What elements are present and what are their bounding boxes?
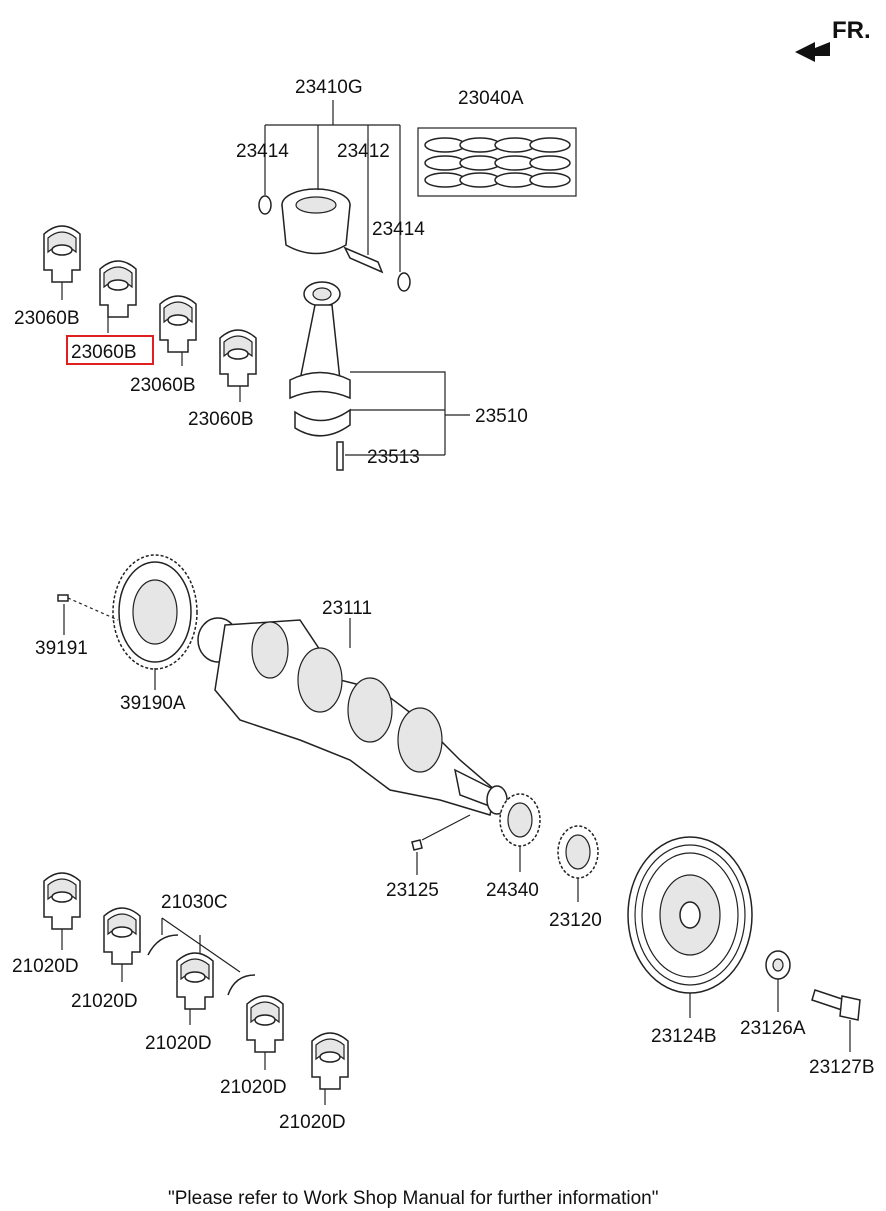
part-label: 21020D: [71, 991, 138, 1012]
piston-rings-icon: [417, 127, 577, 197]
highlight-box: [66, 335, 154, 365]
part-label: 39190A: [120, 693, 186, 714]
sprocket-24340-icon: [499, 793, 541, 847]
part-label: 21020D: [279, 1112, 346, 1133]
piston-clip-icon-right: [397, 272, 411, 292]
part-label: 21020D: [145, 1033, 212, 1054]
part-label: 23040A: [458, 88, 524, 109]
part-label: 23060B: [14, 308, 80, 329]
washer-icon: [765, 950, 791, 980]
piston-clip-icon-left: [258, 195, 272, 215]
connecting-rod-icon: [289, 281, 351, 471]
piston-pin-icon: [343, 246, 384, 274]
piston-assembly: [258, 188, 411, 292]
ring-bolt-icon: [57, 594, 119, 621]
part-label: 21020D: [12, 956, 79, 977]
part-label: 23120: [549, 910, 602, 931]
part-label: 23410G: [295, 77, 363, 98]
damper-pulley-icon: [627, 836, 753, 994]
part-label: 23060B: [71, 342, 137, 363]
part-label: 23126A: [740, 1018, 806, 1039]
front-direction-icon: [795, 42, 830, 62]
part-label: 23125: [386, 880, 439, 901]
part-label: 23412: [337, 141, 390, 162]
part-label: 23111: [322, 598, 372, 619]
part-label: 21030C: [161, 892, 228, 913]
part-label: 23060B: [188, 409, 254, 430]
part-label: 23127B: [809, 1057, 875, 1078]
part-label: 23414: [372, 219, 425, 240]
part-label: 23060B: [130, 375, 196, 396]
part-label: 24340: [486, 880, 539, 901]
thrust-washer-icons: [147, 934, 256, 996]
reluctor-ring-icon: [112, 554, 198, 670]
part-label: 23124B: [651, 1026, 717, 1047]
part-label: 23510: [475, 406, 528, 427]
con-rod-bolt-icon: [336, 441, 344, 471]
pulley-bolt-icon: [811, 989, 861, 1021]
fr-label: FR.: [832, 17, 871, 44]
part-label: 39191: [35, 638, 88, 659]
part-label: 21020D: [220, 1077, 287, 1098]
sprocket-23120-icon: [557, 825, 599, 879]
woodruff-key-icon: [411, 814, 471, 851]
crankshaft-icon: [197, 617, 508, 816]
part-label: 23414: [236, 141, 289, 162]
part-label: 23513: [367, 447, 420, 468]
footer-note: "Please refer to Work Shop Manual for fu…: [168, 1188, 658, 1209]
